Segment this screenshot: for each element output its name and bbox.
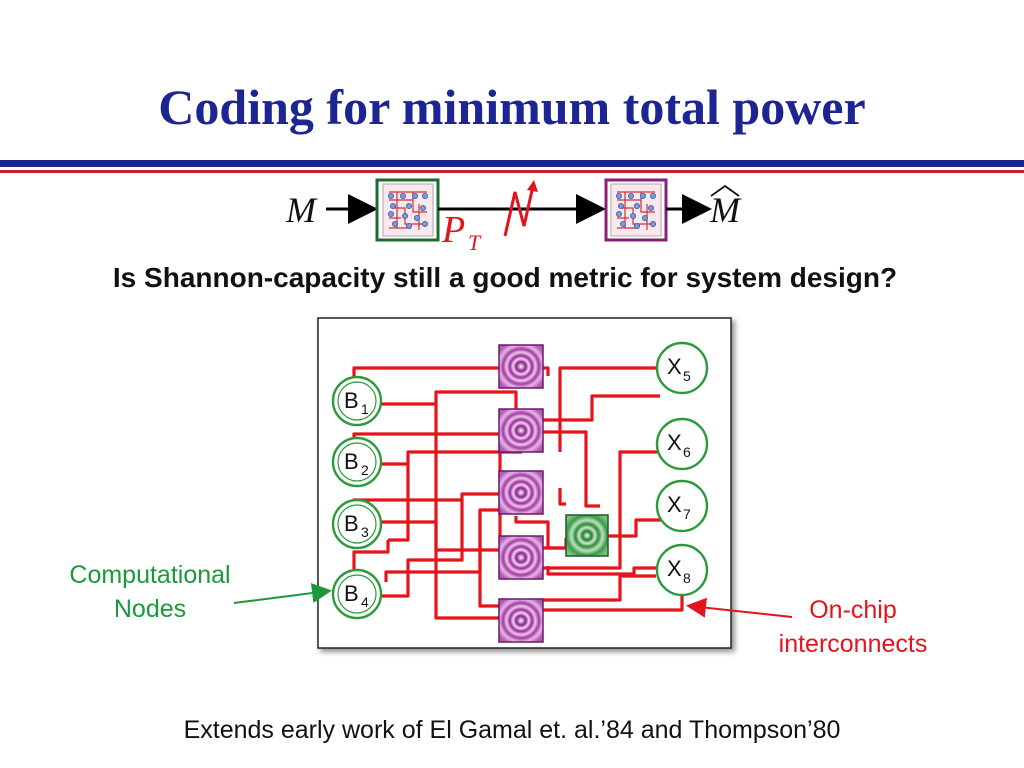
svg-text:4: 4 (361, 594, 369, 610)
processing-blocks (498, 344, 609, 643)
output-node-x8: X 8 (655, 543, 709, 597)
title-rule-red (0, 170, 1024, 173)
power-arrow-head (527, 180, 538, 192)
svg-text:X: X (667, 492, 682, 517)
processing-block-1 (498, 344, 544, 389)
power-subscript: T (468, 230, 482, 255)
computational-nodes-arrow (233, 583, 332, 604)
computational-node-b4: B 4 (331, 568, 383, 620)
svg-text:1: 1 (361, 401, 369, 417)
svg-text:X: X (667, 354, 682, 379)
power-zigzag (503, 185, 535, 237)
computational-node-b3: B 3 (331, 498, 383, 550)
computational-nodes-line2: Nodes (113, 595, 187, 623)
output-node-x5: X 5 (655, 341, 709, 395)
svg-text:B: B (344, 581, 359, 606)
computational-nodes-line1: Computational (69, 561, 231, 589)
power-label: P (441, 209, 465, 251)
output-node-x7: X 7 (655, 479, 709, 533)
interconnect-diagram: B 1 B 2 B 3 B 4 X 5 X (317, 317, 732, 649)
svg-text:B: B (344, 511, 359, 536)
processing-block-5 (498, 598, 544, 643)
footer-citation: Extends early work of El Gamal et. al.’8… (183, 716, 841, 744)
encoder-chip-icon (382, 183, 434, 237)
svg-text:2: 2 (361, 462, 369, 478)
interconnects-arrow (686, 597, 793, 618)
svg-text:6: 6 (683, 444, 691, 460)
processing-block-4 (498, 535, 544, 580)
svg-text:5: 5 (683, 368, 691, 384)
message-input-label: M (285, 190, 318, 230)
title-rule-navy (0, 160, 1024, 167)
output-node-x6: X 6 (655, 417, 709, 471)
svg-text:3: 3 (361, 524, 369, 540)
svg-text:B: B (344, 449, 359, 474)
computational-node-b2: B 2 (331, 436, 383, 488)
computational-nodes-annotation: Computational Nodes (28, 558, 272, 626)
svg-text:7: 7 (683, 506, 691, 522)
estimate-hat (710, 184, 740, 197)
interconnects-line1: On-chip (809, 596, 897, 624)
slide-title: Coding for minimum total power (158, 79, 866, 135)
svg-text:X: X (667, 430, 682, 455)
design-question: Is Shannon-capacity still a good metric … (112, 262, 898, 293)
processing-block-3 (498, 470, 544, 515)
svg-text:8: 8 (683, 570, 691, 586)
channel-diagram: M P T M (285, 178, 742, 255)
decoder-chip-icon (610, 183, 662, 237)
svg-text:B: B (344, 388, 359, 413)
interconnects-line2: interconnects (778, 630, 928, 658)
computational-node-b1: B 1 (331, 375, 383, 427)
message-output-label: M (709, 190, 742, 230)
svg-text:X: X (667, 556, 682, 581)
processing-block-2 (498, 408, 544, 453)
interconnects-annotation: On-chip interconnects (752, 593, 954, 661)
central-block (565, 514, 609, 557)
